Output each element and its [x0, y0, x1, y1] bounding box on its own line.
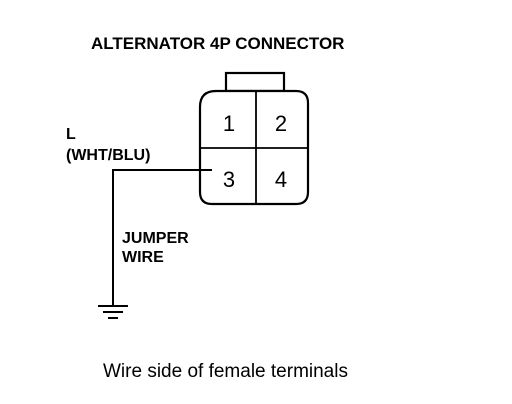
diagram-caption: Wire side of female terminals — [103, 361, 348, 382]
jumper-wire — [112, 169, 212, 306]
jumper-wire-label-line2: WIRE — [122, 249, 164, 266]
pin-3-label: 3 — [223, 167, 235, 192]
connector-latch — [224, 71, 286, 93]
pin-2-label: 2 — [275, 111, 287, 136]
wire-color-label-line2: (WHT/BLU) — [66, 147, 150, 164]
ground-icon — [98, 305, 128, 319]
diagram-title: ALTERNATOR 4P CONNECTOR — [91, 34, 344, 53]
wire-color-label-line1: L — [66, 126, 76, 143]
jumper-wire-label-line1: JUMPER — [122, 230, 189, 247]
pin-1-label: 1 — [223, 111, 235, 136]
pin-4-label: 4 — [275, 167, 287, 192]
